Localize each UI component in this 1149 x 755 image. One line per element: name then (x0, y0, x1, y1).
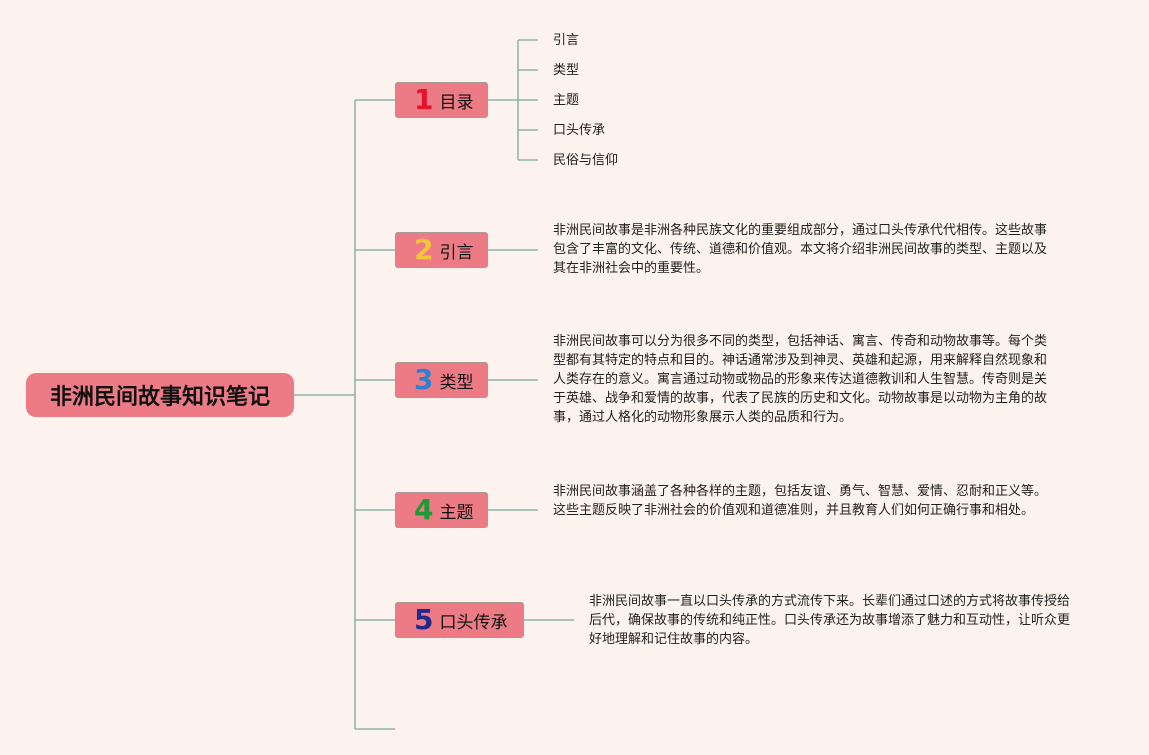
branch-number: 4 (414, 493, 434, 526)
toc-item-types[interactable]: 类型 (553, 63, 580, 78)
toc-item-intro[interactable]: 引言 (553, 33, 580, 48)
toc-item-folklore-beliefs[interactable]: 民俗与信仰 (553, 153, 619, 168)
branch-types[interactable]: 3 类型 (395, 362, 488, 398)
branch-number: 3 (414, 363, 434, 396)
themes-paragraph: 非洲民间故事涵盖了各种各样的主题，包括友谊、勇气、智慧、爱情、忍耐和正义等。这些… (553, 484, 1048, 518)
branch-label: 口头传承 (439, 612, 508, 633)
branch-number: 1 (414, 83, 434, 116)
branch-label: 主题 (439, 502, 474, 523)
branch-themes[interactable]: 4 主题 (395, 492, 488, 528)
types-paragraph: 非洲民间故事可以分为很多不同的类型，包括神话、寓言、传奇和动物故事等。每个类型都… (553, 334, 1048, 425)
toc-item-oral-tradition[interactable]: 口头传承 (553, 123, 606, 138)
root-node[interactable]: 非洲民间故事知识笔记 (26, 373, 294, 417)
branch-oral-tradition[interactable]: 5 口头传承 (395, 602, 524, 638)
branch-toc[interactable]: 1 目录 (395, 82, 488, 118)
branch-label: 引言 (439, 242, 474, 263)
branch-number: 2 (414, 233, 434, 266)
branch-label: 目录 (439, 92, 474, 113)
intro-paragraph: 非洲民间故事是非洲各种民族文化的重要组成部分，通过口头传承代代相传。这些故事包含… (553, 223, 1048, 276)
branch-label: 类型 (439, 372, 474, 393)
toc-item-themes[interactable]: 主题 (553, 93, 580, 108)
branch-intro[interactable]: 2 引言 (395, 232, 488, 268)
root-title: 非洲民间故事知识笔记 (49, 385, 270, 410)
branch-number: 5 (414, 603, 434, 636)
oral-tradition-paragraph: 非洲民间故事一直以口头传承的方式流传下来。长辈们通过口述的方式将故事传授给后代，… (589, 594, 1071, 647)
